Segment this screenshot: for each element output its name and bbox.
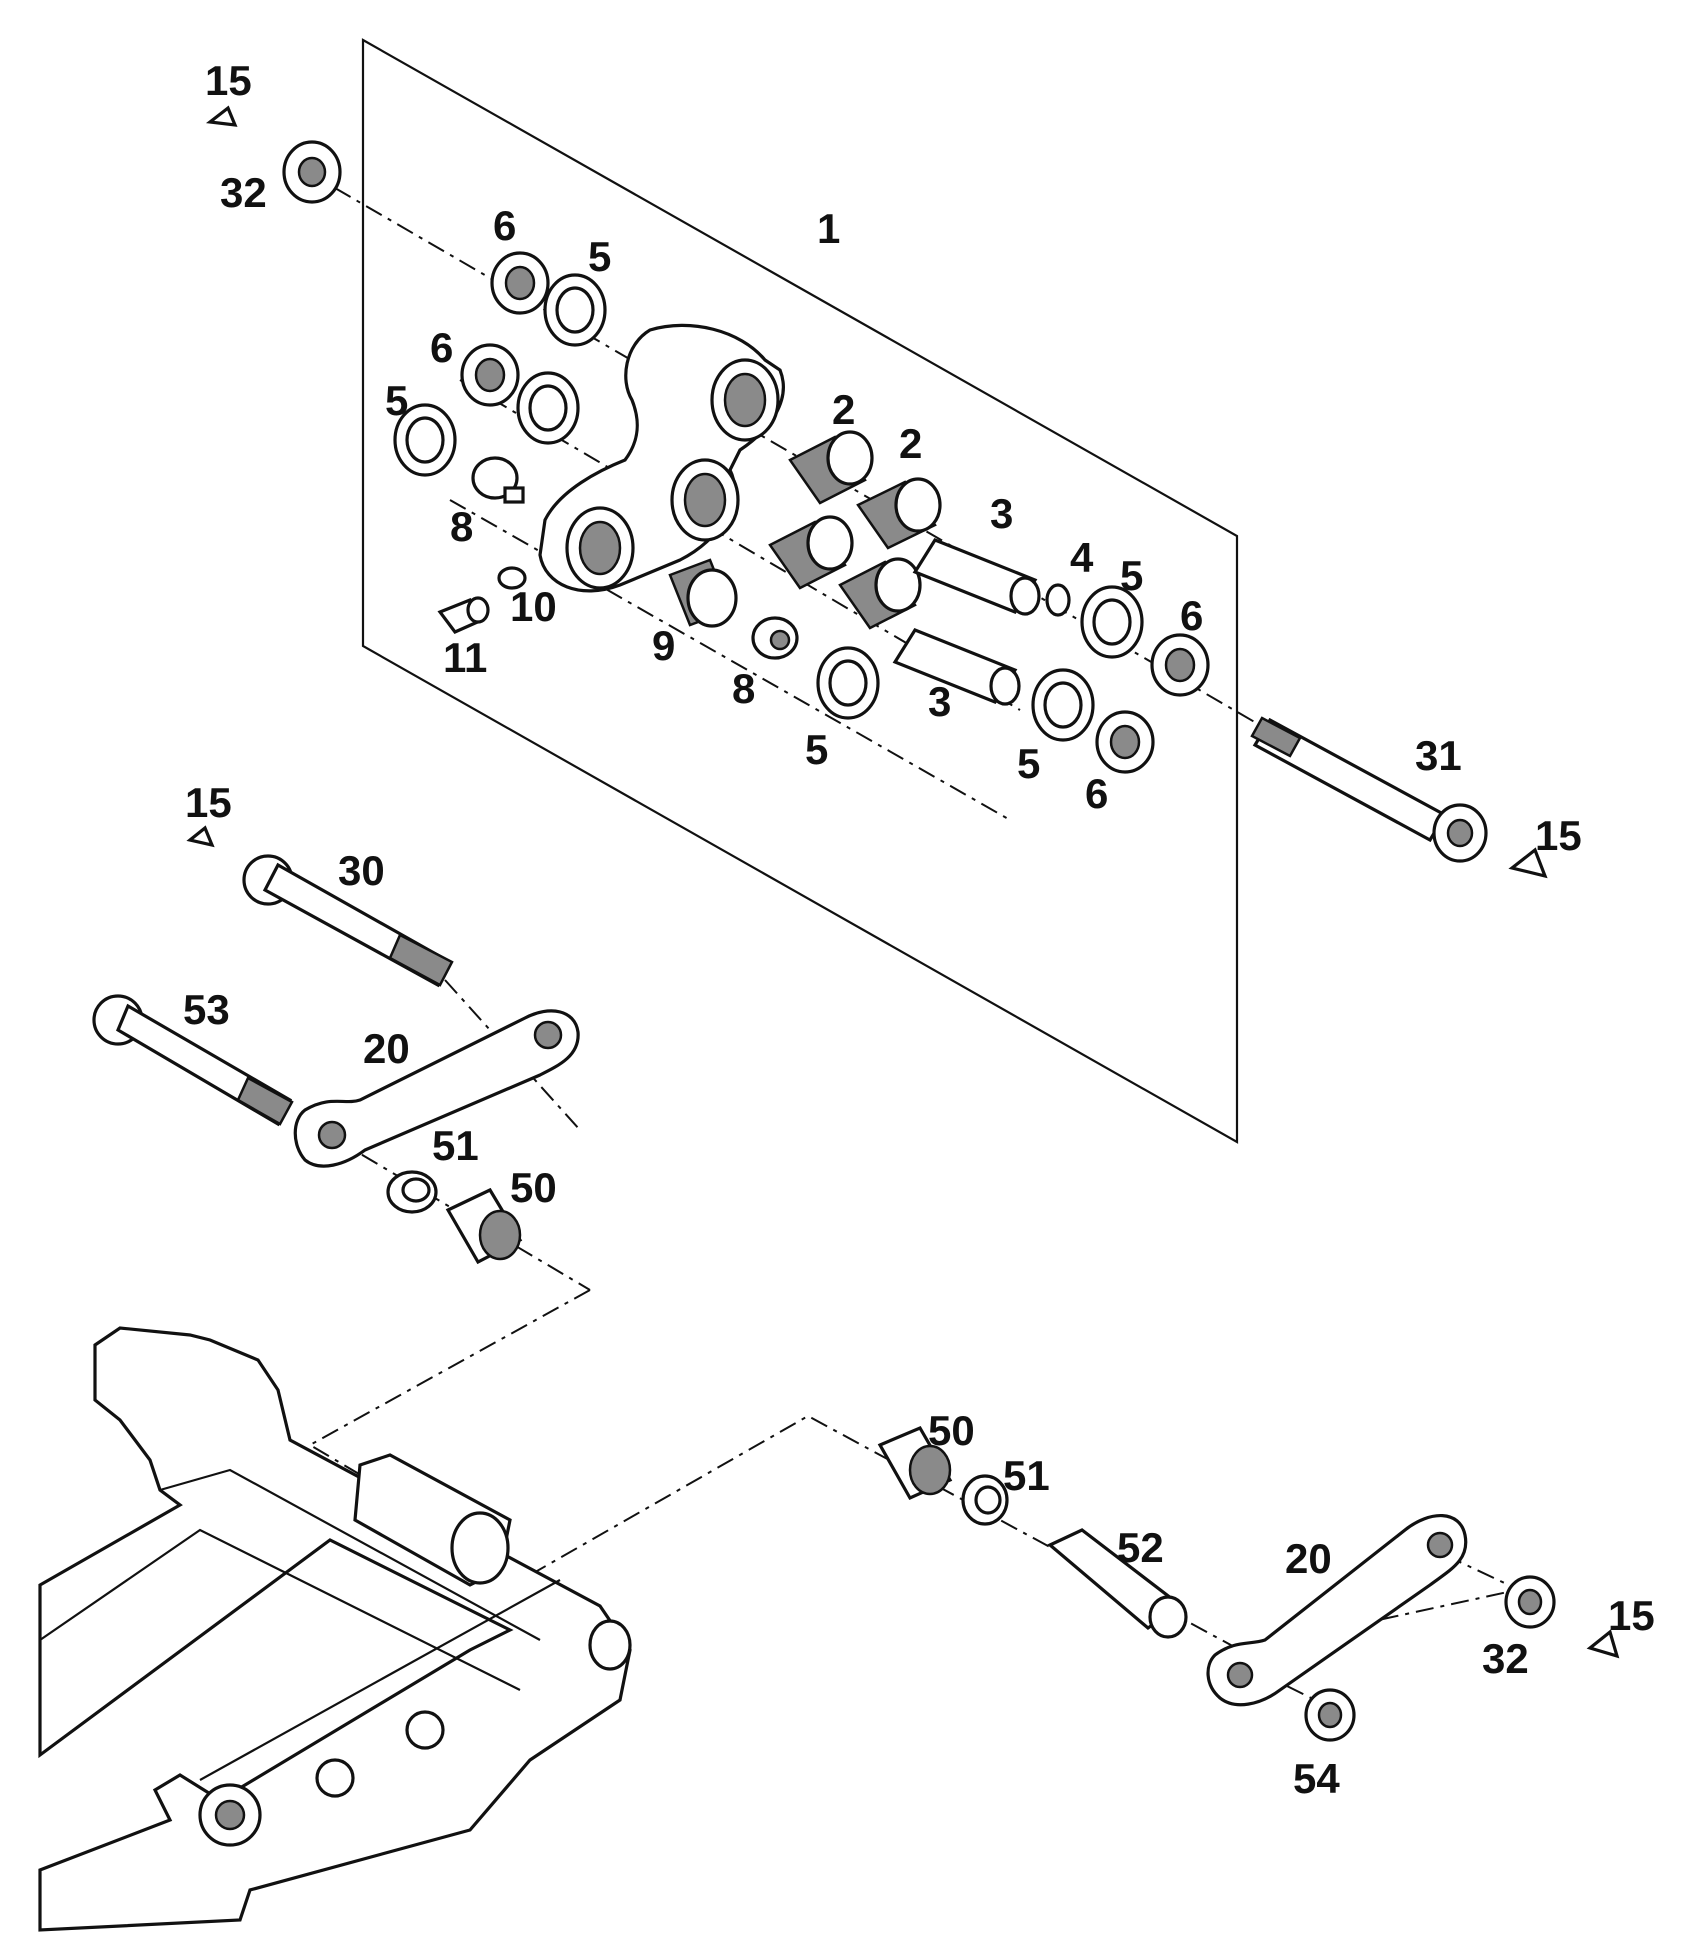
callout-6d: 6	[1085, 770, 1108, 817]
callout-9: 9	[652, 622, 675, 669]
bolt-31	[1250, 716, 1488, 863]
callout-labels: 1 2 2 3 3 4 5 5 5 5 5 6 6 6 6 8 8 9 10 1…	[183, 57, 1655, 1802]
callout-52: 52	[1117, 1524, 1164, 1571]
callout-10: 10	[510, 583, 557, 630]
needle-bearing-2d	[838, 557, 922, 630]
seal-5a	[543, 273, 607, 347]
washer-51-lower	[961, 1474, 1009, 1526]
callout-3a: 3	[990, 490, 1013, 537]
cap-15-mid	[186, 825, 215, 848]
needle-bearing-2c	[768, 515, 854, 590]
needle-bearing-2b	[856, 477, 942, 550]
spherical-bearing-9	[668, 558, 738, 628]
cap-15-right	[1508, 847, 1548, 879]
callout-6c: 6	[1180, 592, 1203, 639]
callout-20a: 20	[363, 1025, 410, 1072]
callout-50b: 50	[928, 1407, 975, 1454]
seal-5f	[1031, 668, 1095, 742]
callout-15d: 15	[1608, 1592, 1655, 1639]
sleeve-3b	[892, 628, 1021, 706]
nut-32-top	[282, 140, 342, 204]
sleeve-52	[1047, 1528, 1188, 1639]
washer-6a	[490, 251, 550, 315]
callout-2b: 2	[899, 420, 922, 467]
bearing-50-lower	[877, 1425, 953, 1501]
seal-5e	[816, 646, 880, 720]
callout-8a: 8	[450, 503, 473, 550]
bolt-30	[242, 854, 454, 988]
callout-5c: 5	[1120, 552, 1143, 599]
callout-51a: 51	[432, 1122, 479, 1169]
callout-5e: 5	[1017, 740, 1040, 787]
callout-30: 30	[338, 847, 385, 894]
callout-32b: 32	[1482, 1635, 1529, 1682]
bushing-8b	[751, 616, 799, 660]
callout-53: 53	[183, 986, 230, 1033]
grease-fitting-11	[437, 596, 490, 634]
callout-20b: 20	[1285, 1535, 1332, 1582]
callout-5b: 5	[385, 377, 408, 424]
bearing-50-upper	[445, 1187, 523, 1265]
nut-32-lower	[1504, 1575, 1556, 1629]
washer-6b	[460, 343, 520, 407]
sleeve-3a	[912, 538, 1041, 616]
seal-5c	[393, 403, 457, 477]
callout-5d: 5	[805, 726, 828, 773]
callout-3b: 3	[928, 678, 951, 725]
grease-nipple-10	[497, 566, 527, 590]
callout-54: 54	[1293, 1755, 1340, 1802]
callout-32a: 32	[220, 169, 267, 216]
callout-15c: 15	[1535, 812, 1582, 859]
callout-11: 11	[443, 634, 487, 681]
bushing-8a	[471, 456, 525, 504]
callout-2a: 2	[832, 386, 855, 433]
washer-51-upper	[386, 1170, 438, 1214]
callout-15a: 15	[205, 57, 252, 104]
swingarm	[38, 1326, 632, 1932]
callout-5a: 5	[588, 233, 611, 280]
washer-6d	[1095, 710, 1155, 774]
seal-5d	[1080, 585, 1144, 659]
washer-6c	[1150, 633, 1210, 697]
cap-15-top	[205, 105, 238, 127]
bolt-53	[92, 994, 294, 1127]
callout-50a: 50	[510, 1164, 557, 1211]
callout-31: 31	[1415, 732, 1462, 779]
cap-15-lower	[1586, 1629, 1620, 1659]
needle-bearing-2a	[788, 430, 874, 505]
link-rod-20-lower	[1206, 1514, 1468, 1707]
callout-51b: 51	[1003, 1452, 1050, 1499]
nut-54	[1304, 1688, 1356, 1742]
callout-1: 1	[817, 205, 840, 252]
kit-frame-outline	[361, 38, 1239, 1144]
callout-6b: 6	[430, 324, 453, 371]
seal-5b	[516, 371, 580, 445]
callout-6a: 6	[493, 202, 516, 249]
o-ring-4	[1045, 583, 1071, 617]
callout-4: 4	[1070, 534, 1094, 581]
rocker-lever	[538, 323, 785, 593]
link-rod-20-upper	[293, 1009, 580, 1168]
callout-15b: 15	[185, 779, 232, 826]
callout-8b: 8	[732, 665, 755, 712]
